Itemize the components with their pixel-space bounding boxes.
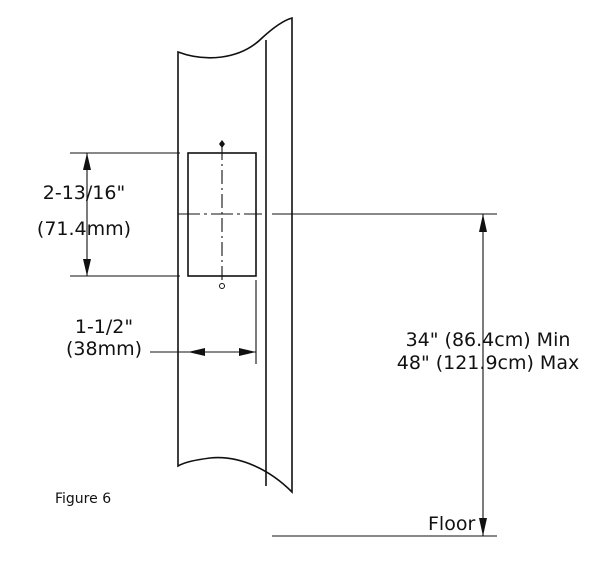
floor-label: Floor [428, 513, 475, 535]
width-label-mm: (38mm) [66, 338, 142, 360]
mount-arrow-down [479, 518, 487, 536]
height-label-inches: 2-13/16" [43, 182, 125, 204]
height-arrow-down [83, 259, 91, 276]
centerline-top-marker [219, 140, 225, 148]
width-label-inches: 1-1/2" [75, 316, 133, 338]
door-jamb-outline [177, 16, 293, 494]
width-arrow-right [239, 348, 256, 356]
mount-max-label: 48" (121.9cm) Max [397, 352, 579, 374]
figure-caption: Figure 6 [55, 491, 111, 507]
centerline-bottom-marker [219, 283, 225, 289]
height-label-mm: (71.4mm) [37, 218, 131, 240]
mount-arrow-up [479, 214, 487, 232]
mount-min-label: 34" (86.4cm) Min [406, 329, 571, 351]
height-arrow-up [83, 153, 91, 170]
width-arrow-left [188, 348, 205, 356]
